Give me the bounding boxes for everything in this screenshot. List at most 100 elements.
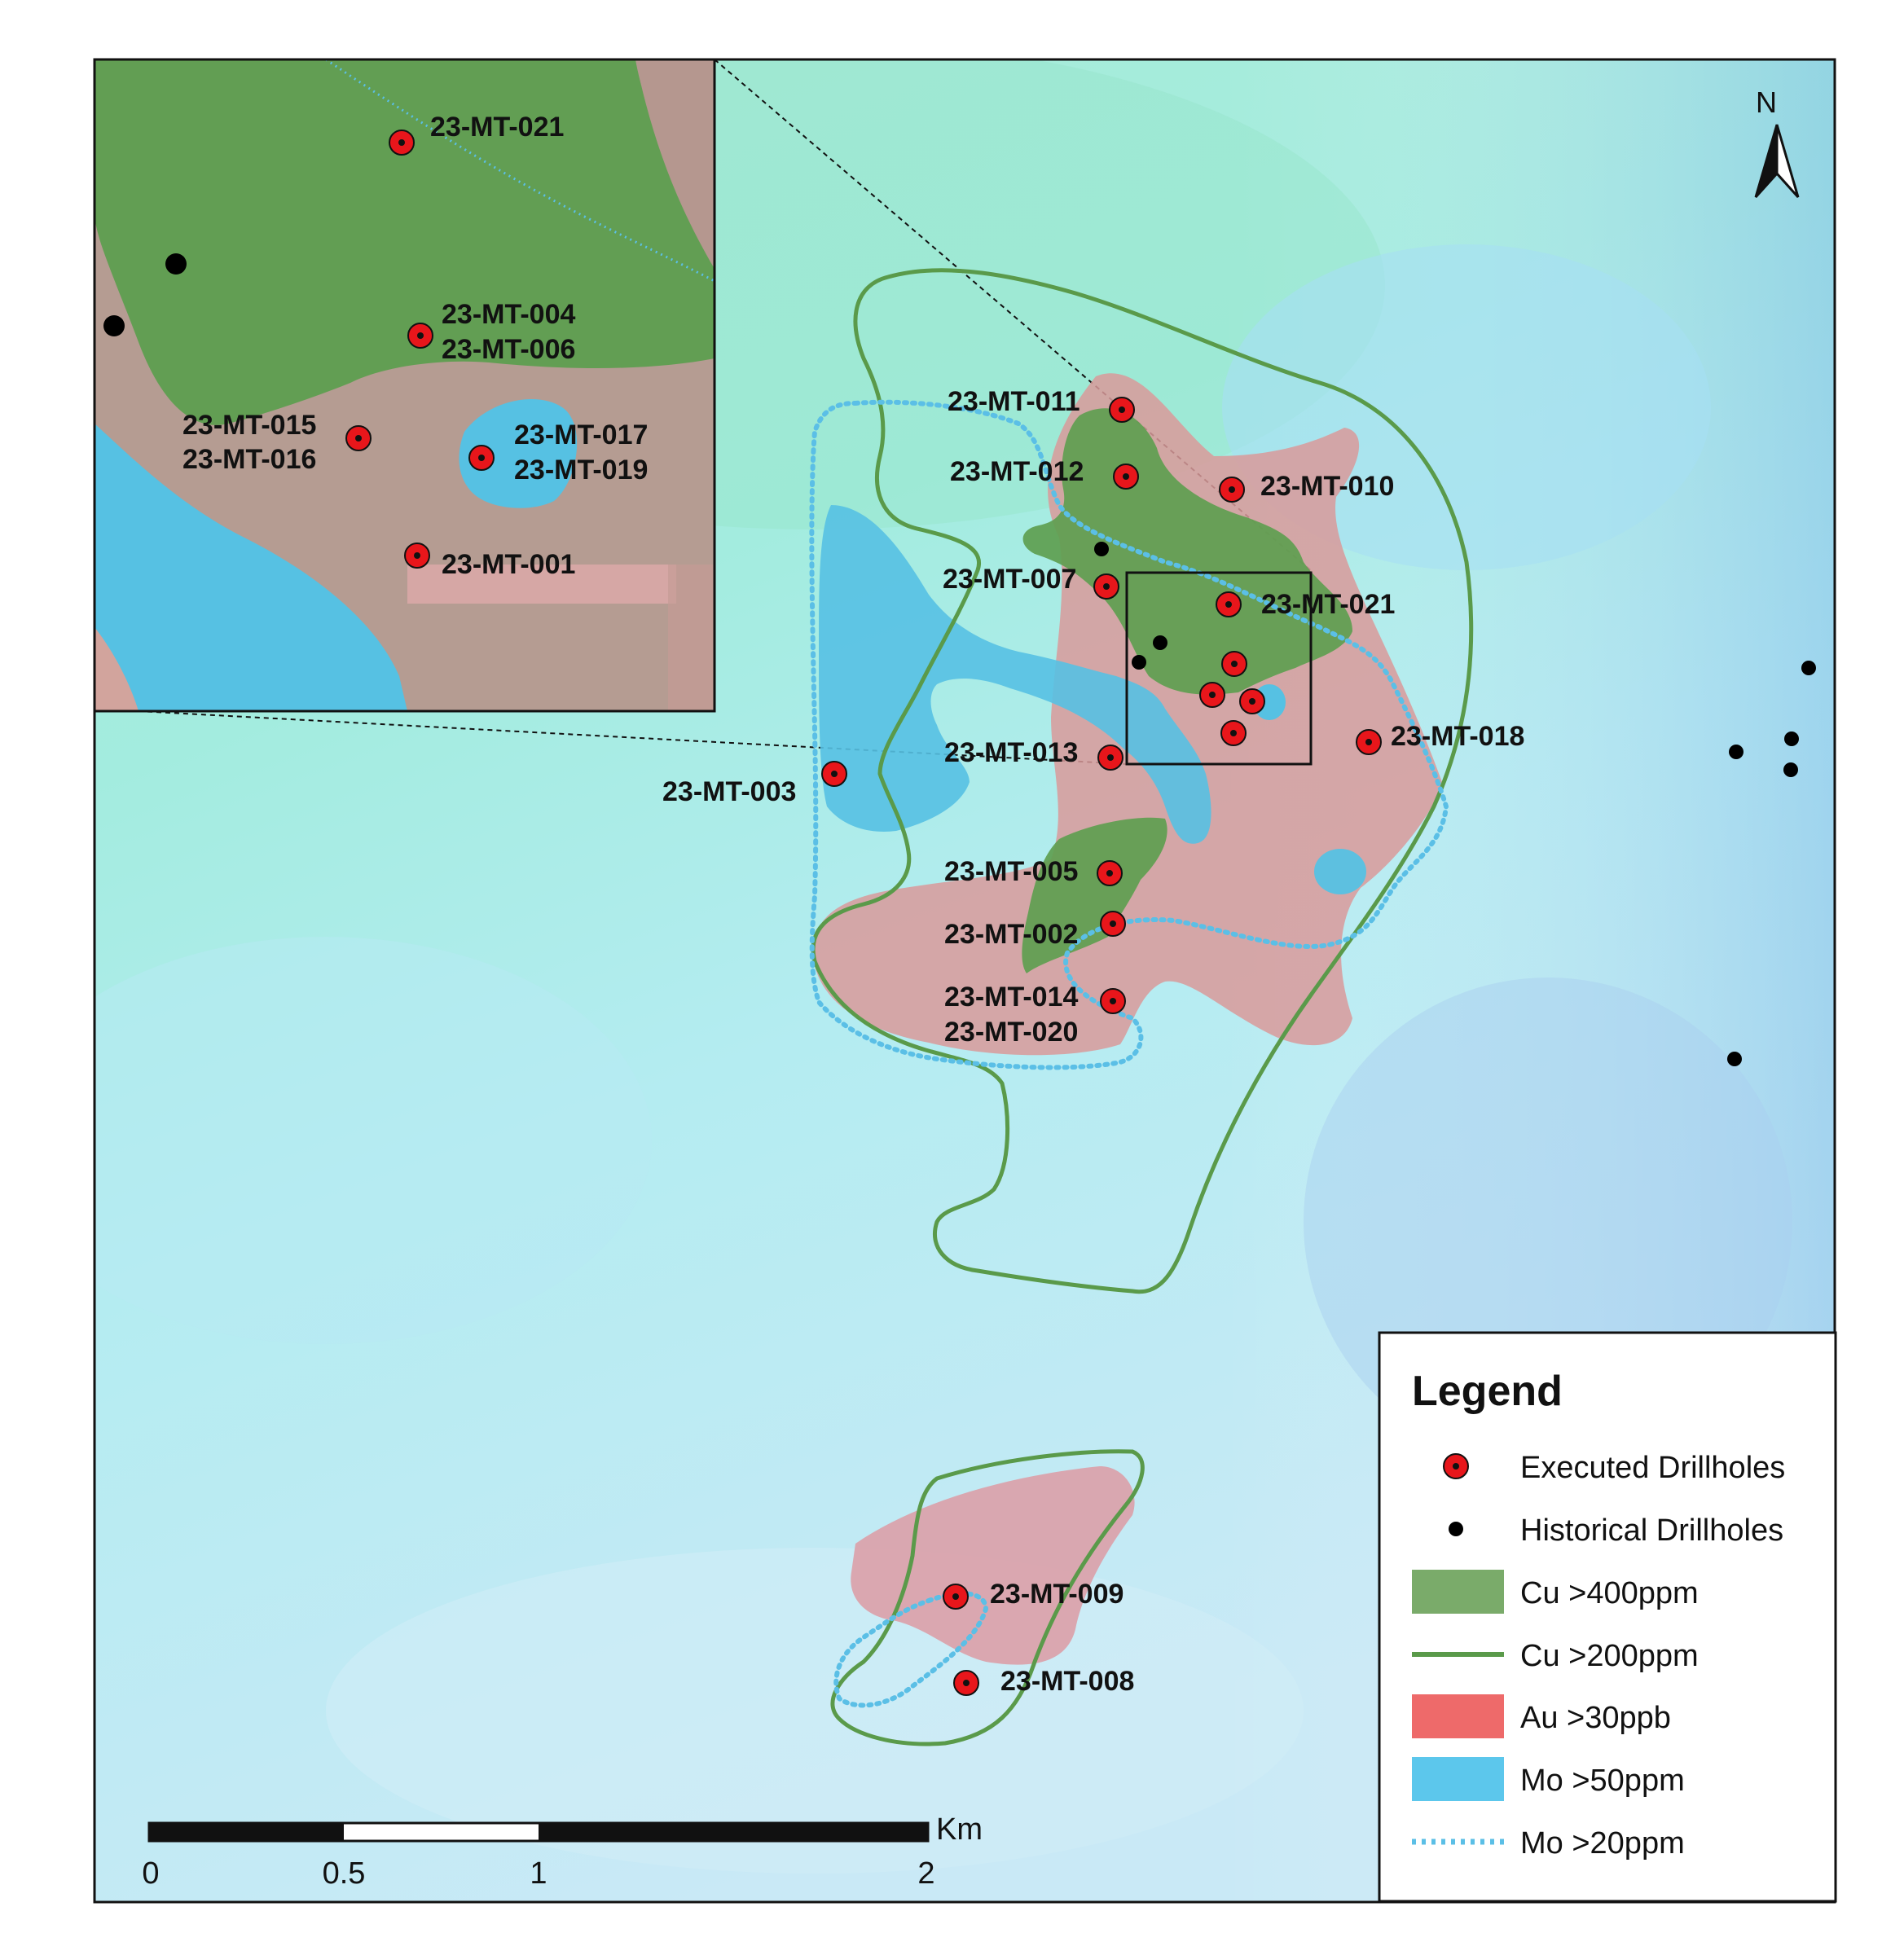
mo20-contour-north <box>809 399 1449 1070</box>
inset-mo50-center <box>459 399 578 508</box>
executed-drillhole-inset-box-c <box>1239 688 1265 714</box>
executed-drillhole-inset-mt004 <box>407 323 433 349</box>
executed-drillhole-mt009 <box>943 1584 969 1610</box>
scale-tick-0: 0 <box>142 1856 159 1891</box>
inset-brown-band <box>635 59 715 269</box>
inset-extent-box <box>1125 571 1313 766</box>
label-mt009: 23-MT-009 <box>990 1579 1123 1610</box>
inset-label-mt004: 23-MT-004 <box>442 299 575 330</box>
north-label: N <box>1756 86 1777 119</box>
map-frame <box>93 58 1836 1904</box>
label-mt021: 23-MT-021 <box>1261 589 1395 620</box>
executed-drillhole-mt008 <box>953 1670 979 1696</box>
inset-label-mt017: 23-MT-017 <box>514 420 648 450</box>
cu400-anomaly <box>1022 408 1352 695</box>
cu200-contour-north <box>811 268 1474 1294</box>
executed-drillhole-mt007 <box>1093 573 1119 600</box>
inset-au-patch <box>407 565 676 604</box>
scale-tick-1: 1 <box>530 1856 547 1891</box>
executed-drillhole-mt018 <box>1356 729 1382 755</box>
label-mt003: 23-MT-003 <box>662 776 796 807</box>
label-mt002: 23-MT-002 <box>944 919 1078 950</box>
historical-drillhole-h1 <box>1094 542 1109 556</box>
label-mt013: 23-MT-013 <box>944 737 1078 768</box>
legend-label-cu400: Cu >400ppm <box>1520 1576 1699 1610</box>
inset-mo20-line <box>325 59 715 283</box>
main-drillhole-labels: 23-MT-011 23-MT-012 23-MT-010 23-MT-007 … <box>662 386 1524 1697</box>
cu200-contour-south <box>830 1449 1145 1746</box>
executed-drillhole-mt002 <box>1100 911 1126 937</box>
mo20-contour-south <box>833 1591 989 1708</box>
legend-label-executed: Executed Drillholes <box>1520 1451 1785 1485</box>
inset-cu400 <box>95 59 715 425</box>
scale-tick-2: 2 <box>917 1856 934 1891</box>
executed-drillhole-inset-mt021 <box>389 130 415 156</box>
executed-drillholes <box>345 130 1382 1696</box>
inset-label-mt001: 23-MT-001 <box>442 549 575 580</box>
inset-label-mt019: 23-MT-019 <box>514 455 648 485</box>
label-mt020: 23-MT-020 <box>944 1017 1078 1048</box>
north-arrow: N <box>1754 86 1800 199</box>
executed-drillhole-mt003 <box>821 761 847 787</box>
mo50-anomaly <box>819 505 1211 844</box>
inset-mo50-west <box>95 424 407 711</box>
executed-drillhole-inset-mt015 <box>345 425 372 451</box>
label-mt005: 23-MT-005 <box>944 856 1078 887</box>
executed-drillhole-mt013 <box>1097 745 1123 771</box>
scale-tick-0-5: 0.5 <box>323 1856 366 1891</box>
historical-drillhole-h5 <box>1729 745 1744 759</box>
north-arrow-icon <box>1754 124 1800 199</box>
legend-item-executed: Executed Drillholes <box>1443 1451 1785 1485</box>
legend-label-mo20: Mo >20ppm <box>1520 1826 1685 1861</box>
legend-item-cu200: Cu >200ppm <box>1412 1639 1699 1673</box>
executed-drillhole-mt021 <box>1216 591 1242 617</box>
label-mt008: 23-MT-008 <box>1000 1666 1134 1697</box>
scale-bar: Km 0 0.5 1 2 <box>142 1812 983 1891</box>
historical-drillholes <box>103 253 1816 1066</box>
label-mt011: 23-MT-011 <box>948 386 1080 417</box>
legend-label-historical: Historical Drillholes <box>1520 1513 1783 1548</box>
label-mt014: 23-MT-014 <box>944 982 1078 1013</box>
scale-unit: Km <box>936 1812 983 1847</box>
legend: Legend Executed Drillholes Historical Dr… <box>1378 1331 1837 1903</box>
label-mt007: 23-MT-007 <box>943 564 1076 595</box>
legend-item-au30: Au >30ppb <box>1412 1694 1671 1738</box>
label-mt012: 23-MT-012 <box>950 456 1084 487</box>
historical-drillhole-h6 <box>1784 731 1799 746</box>
inset-label-mt015: 23-MT-015 <box>182 410 316 441</box>
legend-label-cu200: Cu >200ppm <box>1520 1639 1699 1673</box>
historical-drillhole-h3 <box>1132 655 1146 670</box>
historical-drillhole-inset-h1 <box>165 253 187 275</box>
mo50-anomaly-east <box>1314 849 1366 894</box>
executed-drillhole-inset-mt017 <box>468 445 495 471</box>
executed-drillhole-mt011 <box>1109 397 1135 423</box>
executed-drillhole-inset-box-a <box>1221 651 1247 677</box>
label-mt010: 23-MT-010 <box>1260 471 1394 502</box>
inset-label-mt006: 23-MT-006 <box>442 334 575 365</box>
executed-drillhole-inset-box-d <box>1220 720 1247 746</box>
legend-title: Legend <box>1412 1368 1563 1415</box>
executed-drillhole-inset-mt001 <box>404 543 430 569</box>
legend-label-au30: Au >30ppb <box>1520 1701 1671 1735</box>
executed-drillhole-mt012 <box>1113 463 1139 490</box>
au-anomaly-south <box>851 1466 1135 1665</box>
inset-label-mt021: 23-MT-021 <box>430 112 564 143</box>
inset-label-mt016: 23-MT-016 <box>182 444 316 475</box>
label-mt018: 23-MT-018 <box>1391 721 1524 752</box>
legend-item-historical: Historical Drillholes <box>1449 1513 1783 1548</box>
legend-item-mo20: Mo >20ppm <box>1412 1826 1685 1861</box>
legend-item-cu400: Cu >400ppm <box>1412 1570 1699 1614</box>
historical-drillhole-h8 <box>1727 1052 1742 1066</box>
executed-drillhole-inset-box-b <box>1199 682 1225 708</box>
executed-drillhole-mt014 <box>1100 988 1126 1014</box>
historical-drillhole-h2 <box>1153 635 1167 650</box>
inset-brown-corner <box>95 627 139 711</box>
executed-drillhole-mt010 <box>1219 477 1245 503</box>
cu400-anomaly-south <box>1022 817 1167 973</box>
historical-drillhole-inset-h2 <box>103 315 125 336</box>
legend-item-mo50: Mo >50ppm <box>1412 1757 1685 1801</box>
historical-drillhole-h4 <box>1801 661 1816 675</box>
inset-drillhole-labels: 23-MT-021 23-MT-004 23-MT-006 23-MT-015 … <box>182 112 648 580</box>
inset-map <box>93 58 716 713</box>
